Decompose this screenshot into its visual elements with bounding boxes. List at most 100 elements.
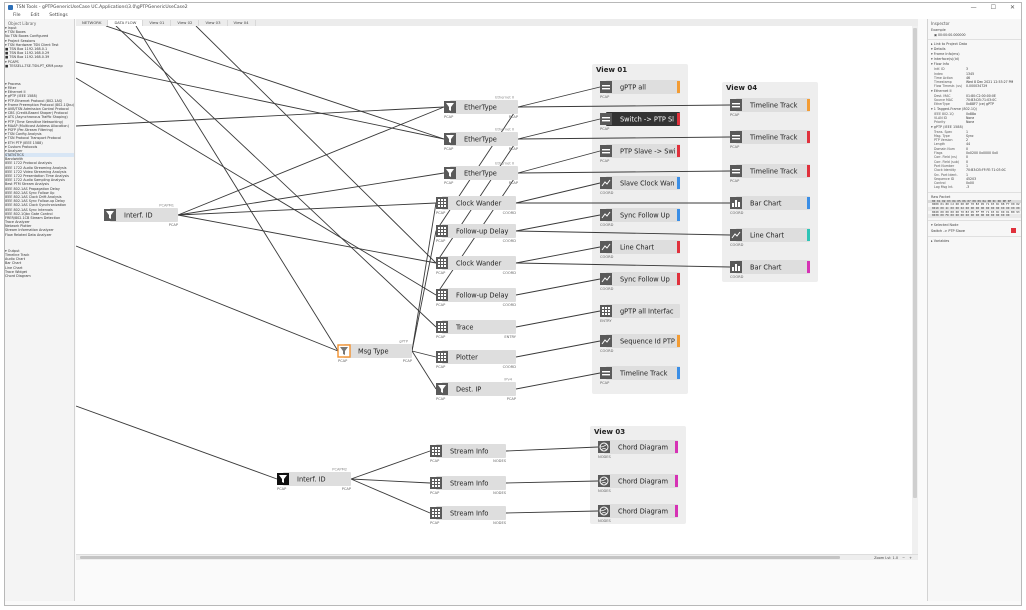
node-body[interactable]: [736, 196, 810, 210]
tree-item[interactable]: Line Chart: [5, 265, 23, 270]
flow-edge[interactable]: [135, 26, 339, 352]
node-color-tag[interactable]: [807, 99, 810, 111]
tree-item[interactable]: Trace Analyzer: [5, 220, 30, 225]
node-color-tag[interactable]: [677, 367, 680, 379]
node-body[interactable]: [344, 344, 412, 358]
canvas-horizontal-scrollbar[interactable]: Zoom Lvl: 1.0 − +: [76, 554, 918, 560]
flow-edge[interactable]: [177, 202, 437, 216]
variables-header[interactable]: ▸ Variables: [931, 238, 950, 243]
flow-edge[interactable]: [517, 136, 731, 140]
node-body[interactable]: [606, 112, 680, 126]
tab-data-flow[interactable]: DATA FLOW: [108, 20, 144, 26]
tree-item[interactable]: ▾ Input: [5, 26, 17, 30]
inspector-section-header[interactable]: ▾ Frame Info(ms): [931, 52, 960, 57]
inspector-section-header[interactable]: ▾ Flow Info: [931, 62, 950, 67]
tree-item[interactable]: Bandwidth: [5, 157, 24, 162]
flow-edge[interactable]: [411, 230, 437, 352]
tree-item[interactable]: Audio Chart: [5, 257, 26, 262]
node-body[interactable]: [436, 506, 506, 520]
node-body[interactable]: [606, 366, 680, 380]
minimize-button[interactable]: —: [970, 4, 977, 11]
tree-item[interactable]: ▾ TSN Protocol Transport Protocol: [5, 136, 62, 141]
node-body[interactable]: [604, 504, 678, 518]
tree-item[interactable]: ▾ PSFP (Per-Stream Filtering): [5, 127, 54, 132]
tree-item[interactable]: ▾ TSN Boxes: [5, 30, 26, 35]
selected-node-row[interactable]: Switch -> PTP Slave: [928, 228, 1021, 234]
flow-edge[interactable]: [177, 172, 445, 216]
tree-item[interactable]: IEEE 1722 Audio Streaming Analysis: [5, 165, 67, 170]
node-body[interactable]: [736, 228, 810, 242]
tree-item[interactable]: ▾ CBS (Credit-Based Shaper) Protocol: [5, 111, 68, 116]
node-color-tag[interactable]: [677, 81, 680, 93]
node-body[interactable]: [736, 98, 810, 112]
node-color-tag[interactable]: [807, 197, 810, 209]
node-body[interactable]: [442, 224, 516, 238]
tree-item[interactable]: IEEE 802.1AS Propagation Delay: [5, 186, 60, 191]
tab-view-01[interactable]: View 01: [143, 20, 172, 26]
node-body[interactable]: [442, 382, 516, 396]
zoom-in-button[interactable]: +: [909, 556, 912, 560]
tree-item[interactable]: ■ TSN Box 1192.168.0.39: [5, 55, 50, 60]
tree-item[interactable]: Bar Chart: [5, 261, 22, 266]
node-body[interactable]: [283, 472, 351, 486]
tree-item[interactable]: IEEE 802.1Qbv Gate Control: [5, 211, 53, 216]
tree-item[interactable]: Network Plotter: [5, 224, 32, 229]
node-color-tag[interactable]: [677, 177, 680, 189]
tree-item[interactable]: ▾ Analyzer: [5, 148, 23, 153]
tree-item[interactable]: Best PTM Stream Analysis: [5, 182, 50, 187]
flow-edge[interactable]: [515, 262, 731, 268]
close-button[interactable]: ✕: [1009, 4, 1015, 11]
tree-item[interactable]: ■ TSN Box 1192.168.0.29: [5, 51, 50, 56]
tree-item[interactable]: ▾ Frame Preemption Protocol (802.1Qbu): [5, 102, 74, 107]
flow-edge[interactable]: [515, 214, 601, 232]
node-body[interactable]: [450, 166, 518, 180]
node-color-tag[interactable]: [677, 145, 680, 157]
flow-edge[interactable]: [411, 350, 437, 358]
node-body[interactable]: [442, 196, 516, 210]
tab-view-04[interactable]: View 04: [228, 20, 256, 26]
tab-network[interactable]: NETWORK: [76, 20, 109, 26]
node-body[interactable]: [606, 304, 680, 318]
node-color-tag[interactable]: [807, 229, 810, 241]
node-color-tag[interactable]: [677, 335, 680, 347]
flow-edge[interactable]: [505, 480, 599, 484]
tree-item[interactable]: ▾ gPTP (IEEE 1588): [5, 94, 37, 99]
tab-view-02[interactable]: View 02: [171, 20, 200, 26]
flow-edge[interactable]: [76, 405, 278, 480]
tree-item[interactable]: Chord Diagram: [5, 273, 31, 278]
flow-edge[interactable]: [76, 106, 445, 127]
flow-edge[interactable]: [105, 26, 445, 140]
maximize-button[interactable]: ☐: [990, 4, 996, 11]
node-body[interactable]: [606, 334, 680, 348]
flow-edge[interactable]: [515, 310, 601, 328]
node-body[interactable]: [606, 240, 680, 254]
flow-edge[interactable]: [411, 202, 437, 352]
node-body[interactable]: [604, 474, 678, 488]
flow-edge[interactable]: [76, 245, 339, 352]
tree-item[interactable]: ▾ PCAPS: [5, 59, 19, 64]
tree-item[interactable]: IEEE 802.1AS Clock Synchronization: [5, 203, 67, 208]
menu-settings[interactable]: Settings: [49, 13, 68, 18]
flow-edge[interactable]: [517, 150, 601, 174]
